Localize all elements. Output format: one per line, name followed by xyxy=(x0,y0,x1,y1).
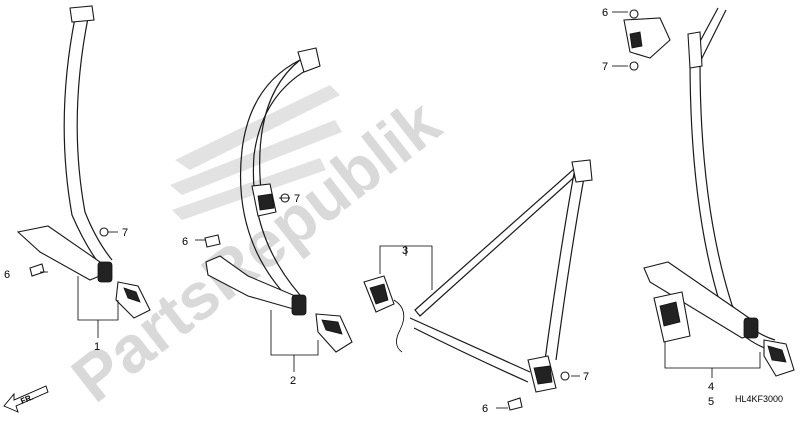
callout-7-assy4: 7 xyxy=(602,61,608,73)
leader-lines xyxy=(40,11,761,409)
callout-6-assy2: 6 xyxy=(182,236,188,248)
drawing-code: HL4KF3000 xyxy=(735,394,783,404)
callout-6-assy4: 6 xyxy=(602,7,608,19)
callout-7-assy2: 7 xyxy=(294,193,300,205)
seat-belt-assembly-3 xyxy=(363,159,593,411)
seat-belt-assembly-4-5 xyxy=(623,7,795,377)
brand-wing-watermark xyxy=(170,85,342,220)
callout-7-assy3: 7 xyxy=(583,371,589,383)
callout-7-assy1: 7 xyxy=(122,227,128,239)
callout-1: 1 xyxy=(94,341,100,353)
front-arrow-icon xyxy=(3,385,49,413)
front-direction-indicator: FR. xyxy=(3,385,49,413)
seat-belt-assembly-2 xyxy=(204,47,353,353)
callout-2: 2 xyxy=(290,375,296,387)
callout-6-assy3: 6 xyxy=(482,403,488,415)
callout-5: 5 xyxy=(708,396,714,408)
callout-3: 3 xyxy=(402,245,408,257)
seat-belt-assembly-1 xyxy=(16,5,151,319)
callout-4: 4 xyxy=(708,381,714,393)
callout-6-assy1: 6 xyxy=(4,269,10,281)
